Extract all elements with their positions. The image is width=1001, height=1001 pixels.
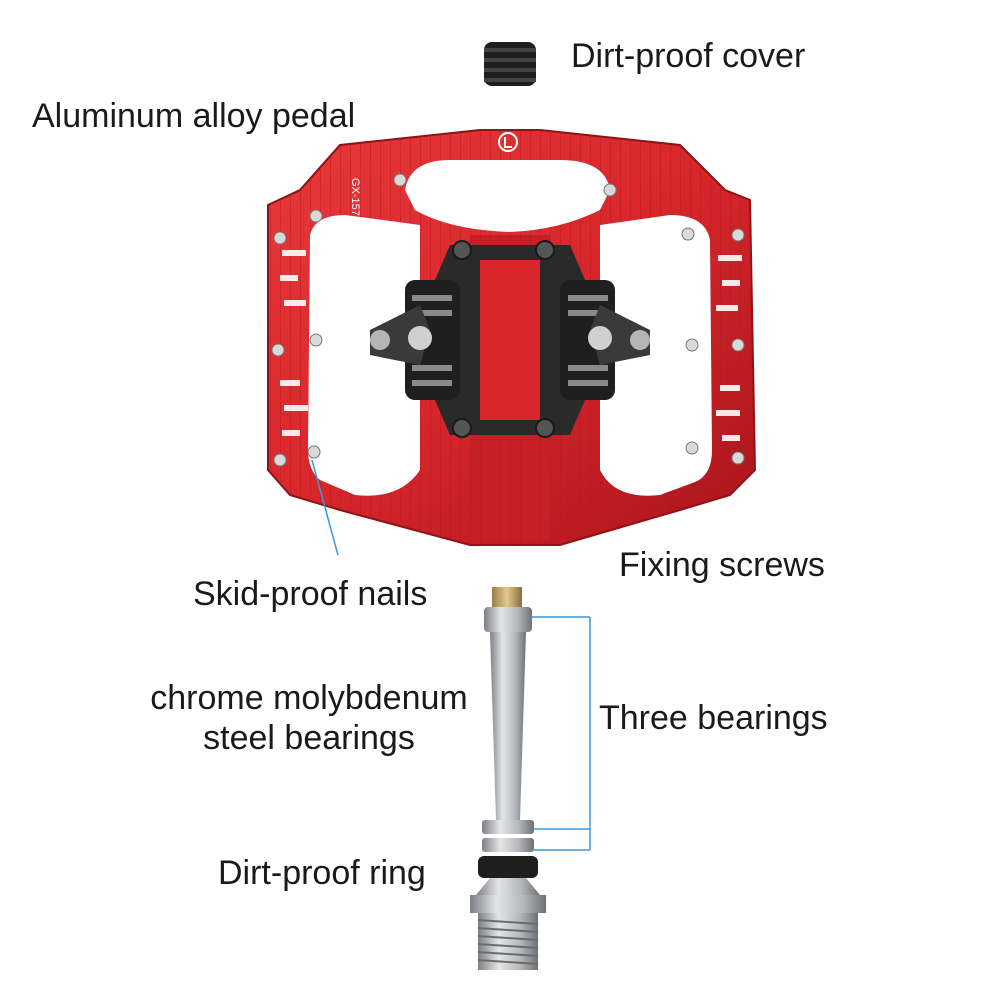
dirt-proof-cover-part — [484, 42, 536, 86]
fixing-screws-label: Fixing screws — [619, 546, 825, 584]
dirt-proof-cover-label: Dirt-proof cover — [571, 37, 806, 75]
chrome-bearings-label-line2: steel bearings — [203, 719, 415, 757]
three-bearings-label: Three bearings — [599, 699, 828, 737]
dirt-proof-ring-label: Dirt-proof ring — [218, 854, 426, 892]
chrome-bearings-label-line1: chrome molybdenum — [150, 679, 468, 717]
three-bearings-bracket — [532, 616, 591, 851]
pedal-model-marking: GX-157 — [349, 178, 361, 216]
skid-proof-nails-label: Skid-proof nails — [193, 575, 428, 613]
chrome-bearings-label: chrome molybdenum steel bearings — [134, 678, 484, 758]
pedal-spindle — [470, 587, 546, 970]
aluminum-pedal-label: Aluminum alloy pedal — [32, 97, 356, 135]
clip-mechanism — [370, 240, 650, 438]
skid-nails-callout-line — [311, 459, 339, 556]
